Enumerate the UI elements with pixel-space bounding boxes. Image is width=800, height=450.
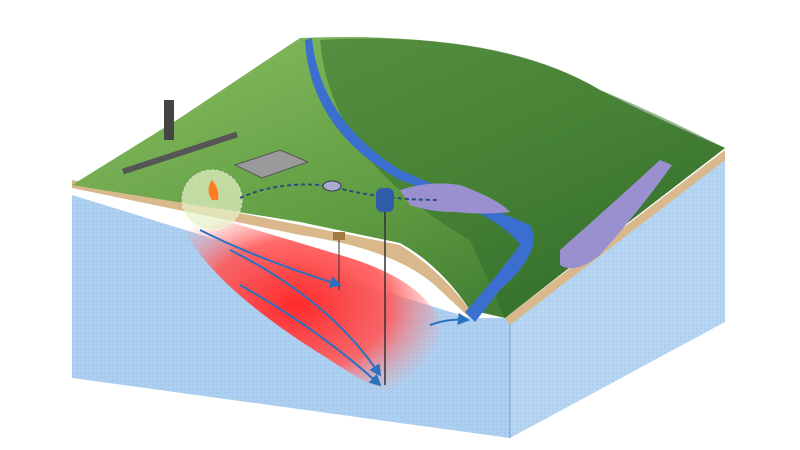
fire-icon: [208, 180, 219, 200]
aquifer-right-face: [510, 152, 725, 438]
runway-icon: [122, 131, 238, 175]
small-shed-icon: [333, 232, 345, 240]
flow-arrow: [199, 229, 342, 288]
flow-arrow: [229, 249, 382, 377]
hillside-shadow: [320, 38, 725, 319]
soil-layer-front: [72, 180, 470, 318]
wetland-left: [400, 183, 510, 214]
contaminant-plume: [178, 215, 440, 396]
flow-arrow: [429, 312, 470, 326]
water-tower-icon: [376, 188, 394, 212]
building-icon: [233, 149, 310, 179]
river: [305, 38, 534, 322]
monitoring-well-icon: [164, 100, 174, 140]
wetland-right: [560, 160, 672, 269]
pond-icon: [322, 180, 342, 192]
flow-arrow: [239, 284, 382, 387]
